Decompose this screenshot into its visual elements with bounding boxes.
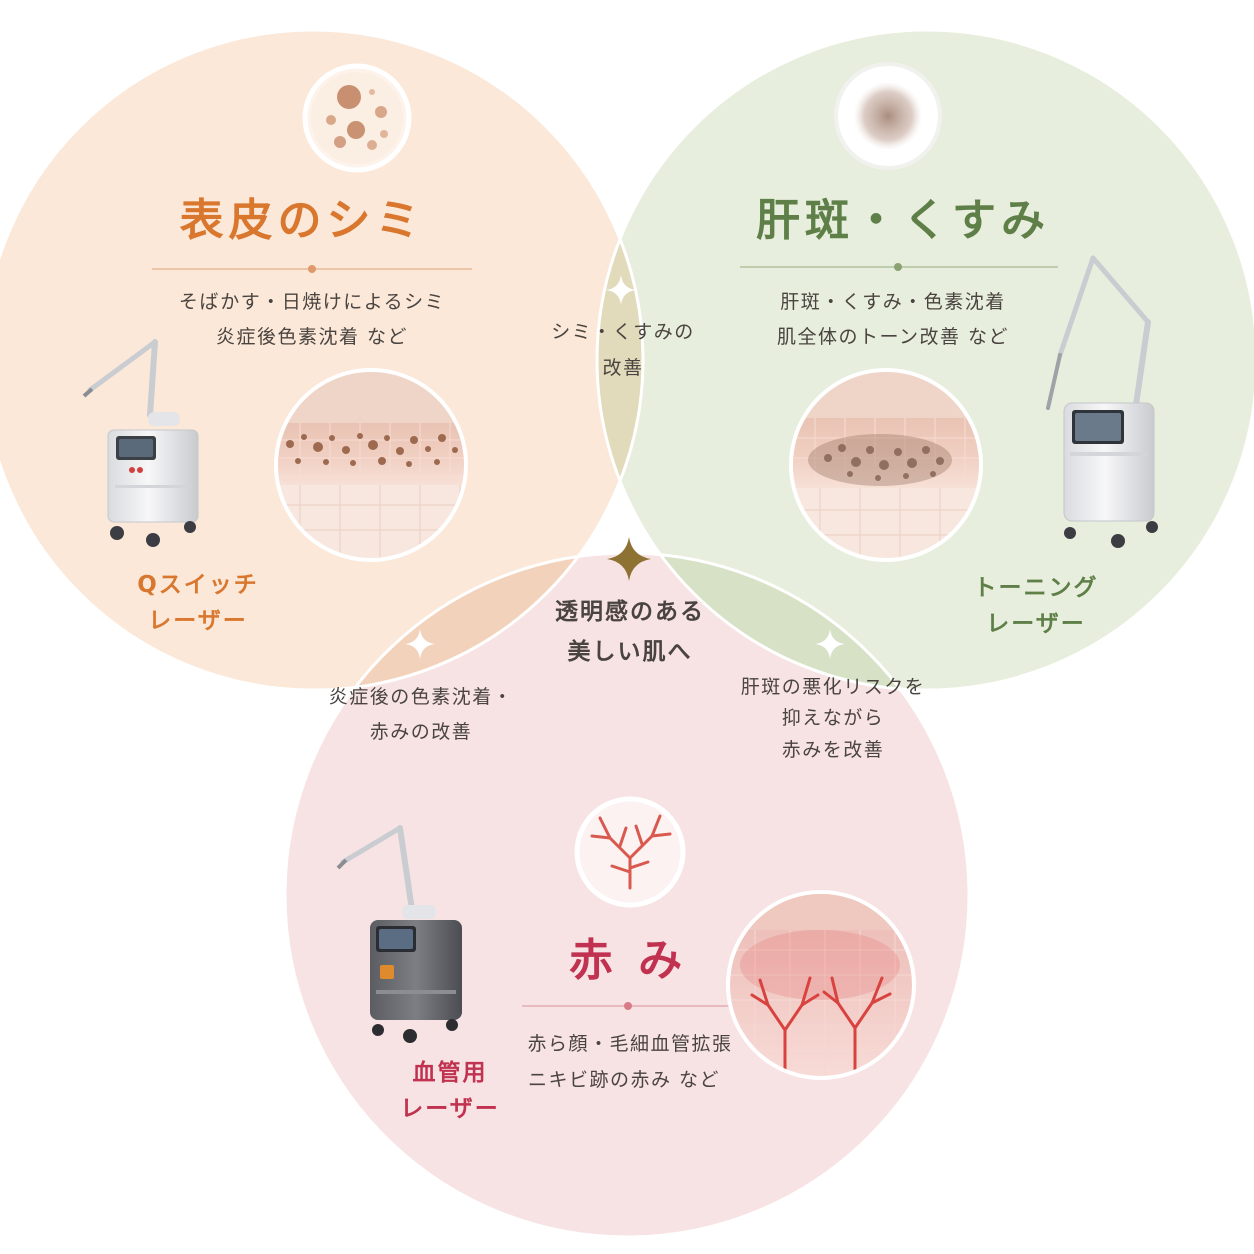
overlap-pigment-redness-line-2: 赤みの改善	[370, 721, 473, 743]
pigment-spots-icon	[302, 63, 412, 173]
center-line-1: 透明感のある	[555, 598, 705, 625]
laser-device-icon	[82, 339, 199, 547]
pigment-title: 表皮のシミ	[180, 195, 425, 246]
redness-device-line-2: レーザー	[400, 1096, 500, 1122]
redness-divider	[522, 1002, 730, 1010]
pigment-device-line-1: Qスイッチ	[137, 572, 259, 598]
skin-cross-section-icon	[274, 368, 468, 562]
diffuse-spot-icon	[834, 62, 942, 170]
center-line-2: 美しい肌へ	[568, 638, 693, 665]
sparkle-icon	[607, 537, 651, 581]
pigment-desc-line-2: 炎症後色素沈着 など	[216, 326, 408, 348]
melasma-device-line-1: トーニング	[974, 574, 1099, 601]
skin-cross-section-icon	[789, 368, 983, 562]
overlap-melasma-redness-line-3: 赤みを改善	[782, 739, 885, 761]
overlap-melasma-redness-line-2: 抑えながら	[782, 707, 885, 729]
overlap-pigment-redness-line-1: 炎症後の色素沈着・	[329, 686, 514, 708]
redness-title: 赤 み	[569, 935, 687, 986]
melasma-circle	[597, 30, 1254, 690]
redness-device-line-1: 血管用	[413, 1059, 488, 1086]
overlap-melasma-redness-line-1: 肝斑の悪化リスクを	[741, 676, 926, 698]
overlap-pigment-melasma-line-2: 改善	[602, 357, 643, 379]
melasma-desc-line-2: 肌全体のトーン改善 など	[777, 326, 1009, 348]
redness-desc-line-2: ニキビ跡の赤み など	[528, 1069, 720, 1091]
pigment-desc-line-1: そばかす・日焼けによるシミ	[179, 291, 445, 313]
pigment-device-line-2: レーザー	[148, 608, 248, 634]
laser-device-icon	[336, 825, 462, 1043]
melasma-device-line-2: レーザー	[986, 611, 1086, 637]
melasma-title: 肝斑・くすみ	[756, 195, 1050, 246]
melasma-desc-line-1: 肝斑・くすみ・色素沈着	[780, 291, 1006, 313]
overlap-pigment-melasma-line-1: シミ・くすみの	[551, 321, 695, 343]
pigment-divider	[152, 265, 472, 273]
laser-device-icon	[1046, 255, 1158, 548]
blood-vessel-icon	[574, 796, 686, 908]
pigment-circle	[0, 30, 643, 690]
redness-desc-line-1: 赤ら顔・毛細血管拡張	[527, 1033, 732, 1055]
melasma-divider	[740, 263, 1058, 271]
